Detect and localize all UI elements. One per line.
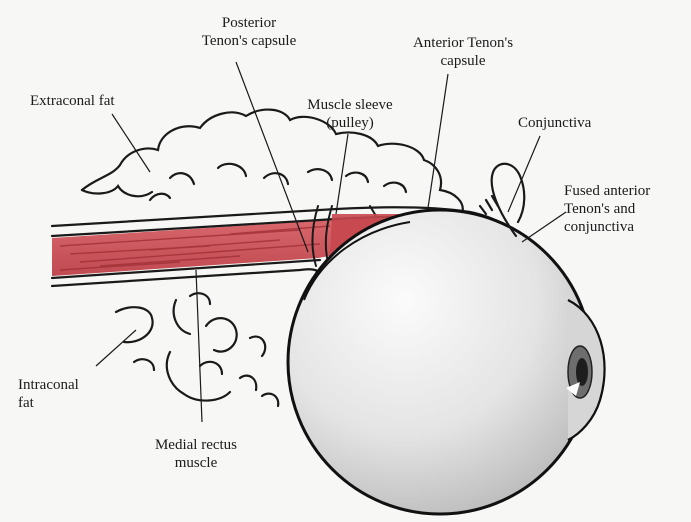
label-posterior-tenon-capsule: Posterior Tenon's capsule [174, 14, 324, 50]
label-anterior-tenon-capsule: Anterior Tenon's capsule [388, 34, 538, 70]
globe-shape [288, 210, 592, 514]
label-intraconal-fat: Intraconal fat [18, 376, 118, 412]
label-muscle-sleeve-pulley: Muscle sleeve (pulley) [290, 96, 410, 132]
label-fused-anterior-tenon-conjunctiva: Fused anterior Tenon's and conjunctiva [564, 182, 689, 236]
label-extraconal-fat: Extraconal fat [30, 92, 160, 110]
cornea-shape [566, 300, 605, 440]
label-medial-rectus-muscle: Medial rectus muscle [126, 436, 266, 472]
label-conjunctiva: Conjunctiva [518, 114, 638, 132]
